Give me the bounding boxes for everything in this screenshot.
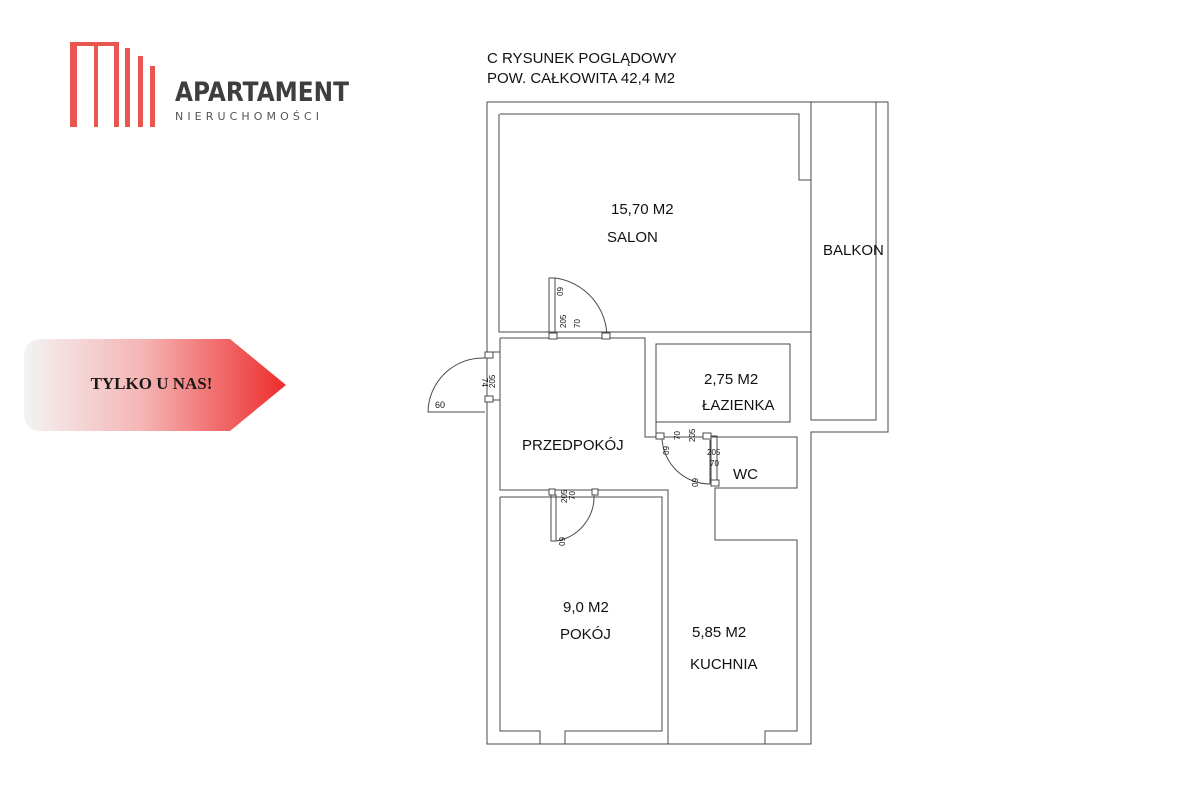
pokoj-door-width: 60 (557, 537, 566, 546)
promo-label: TYLKO U NAS! (90, 374, 213, 393)
brand-subtitle: NIERUCHOMOŚCI (175, 110, 324, 123)
plan-title-1: C RYSUNEK POGLĄDOWY (487, 50, 677, 67)
kuchnia-area: 5,85 M2 (692, 624, 746, 641)
pokoj-door-frame: 70 (568, 491, 577, 500)
lazienka-name: ŁAZIENKA (702, 397, 775, 414)
balcony-wall (810, 102, 877, 421)
lazienka-door-swing (661, 438, 711, 485)
promo-arrow-shape (24, 339, 286, 431)
lazienka-door-height: 205 (688, 428, 697, 442)
przedpokoj-name: PRZEDPOKÓJ (522, 437, 624, 454)
pokoj-door-swing (555, 494, 595, 542)
wc-door-height: 205 (707, 448, 721, 457)
kuchnia-name: KUCHNIA (690, 656, 758, 673)
entrance-door-swing (427, 357, 486, 413)
wc-door-frame: 70 (710, 459, 719, 468)
entrance-door-height: 205 (488, 374, 497, 388)
pokoj-area: 9,0 M2 (563, 599, 609, 616)
salon-wall (498, 113, 811, 333)
lazienka-area: 2,75 M2 (704, 371, 758, 388)
salon-door-height: 205 (559, 314, 568, 328)
promo-badge: TYLKO U NAS! (24, 339, 288, 431)
wc-door-width: 60 (690, 478, 699, 487)
wc-name: WC (733, 466, 758, 483)
brand-name: APARTAMENT (175, 77, 349, 108)
lazienka-door-width: 60 (661, 446, 670, 455)
salon-name: SALON (607, 229, 658, 246)
outer-wall (486, 101, 889, 745)
entrance-door-width: 60 (435, 400, 445, 410)
company-logo: APARTAMENT NIERUCHOMOŚCI (70, 42, 350, 132)
salon-door-swing (554, 277, 608, 339)
entrance-door-frame: 74 (480, 378, 489, 387)
pokoj-name: POKÓJ (560, 626, 611, 643)
salon-door-leaf (548, 277, 556, 339)
balkon-name: BALKON (823, 242, 884, 259)
salon-door-frame: 70 (573, 319, 582, 328)
lazienka-door-frame: 70 (673, 431, 682, 440)
logo-bars-icon (70, 42, 155, 127)
salon-area: 15,70 M2 (611, 201, 674, 218)
pokoj-door-height: 205 (560, 489, 569, 503)
pokoj-wall (499, 496, 663, 744)
plan-title-2: POW. CAŁKOWITA 42,4 M2 (487, 70, 675, 87)
salon-door-width: 60 (555, 287, 564, 296)
bath-kitchen-wall (656, 436, 798, 744)
